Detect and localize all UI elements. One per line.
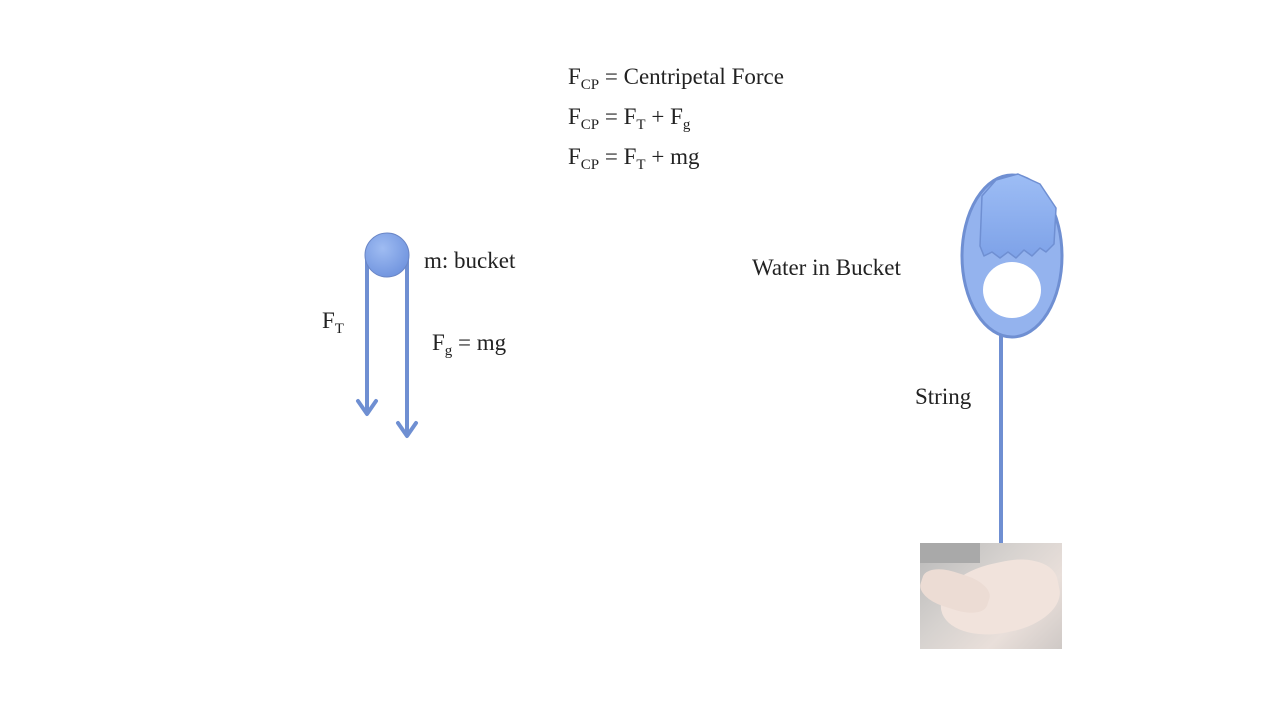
tension-label: FT bbox=[322, 308, 344, 337]
mass-ball bbox=[364, 232, 410, 278]
equation-line-2: FCP = FT + Fg bbox=[568, 104, 691, 133]
tension-arrow bbox=[356, 258, 378, 416]
mass-label: m: bucket bbox=[424, 248, 516, 273]
gravity-label: Fg = mg bbox=[432, 330, 507, 359]
gravity-arrow bbox=[396, 258, 418, 438]
hand-photo bbox=[920, 543, 1062, 649]
water-shape bbox=[979, 173, 1057, 259]
equation-line-3: FCP = FT + mg bbox=[568, 144, 700, 173]
photo-background bbox=[920, 543, 980, 563]
bucket-label: Water in Bucket bbox=[752, 255, 901, 280]
string-label: String bbox=[915, 384, 972, 409]
equation-line-1: FCP = Centripetal Force bbox=[568, 64, 784, 93]
equations-block: FCP = Centripetal Force FCP = FT + Fg FC… bbox=[568, 61, 784, 181]
